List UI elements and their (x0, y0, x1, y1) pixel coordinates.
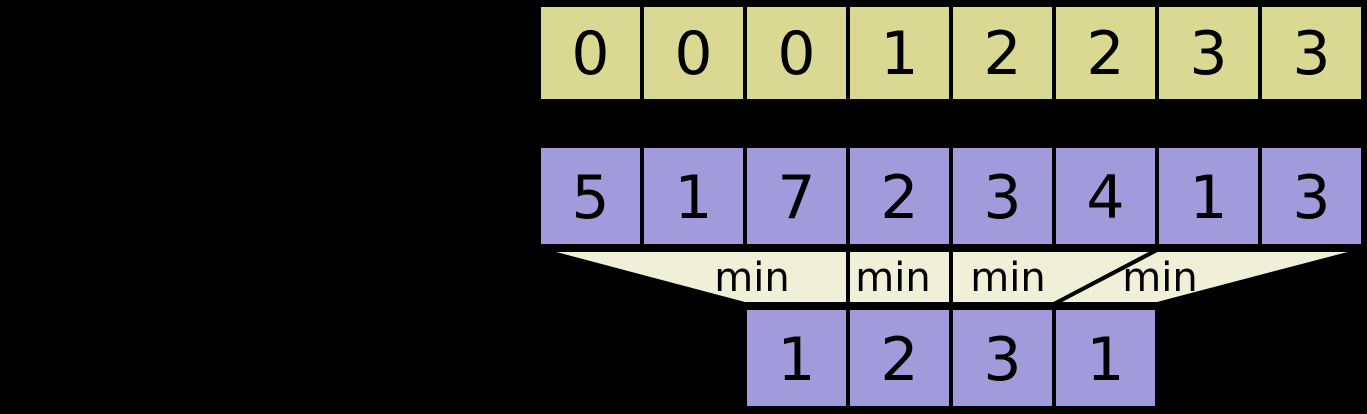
cell-box (537, 3, 644, 103)
array-cell-4: 3 (949, 144, 1056, 248)
array-cell-6: 1 (1155, 144, 1262, 248)
cell-value: 0 (777, 19, 815, 89)
min-band: min min min min (540, 248, 1364, 306)
block-index-cell-0: 0 (537, 3, 644, 103)
cell-box (846, 144, 953, 248)
cell-box (743, 3, 850, 103)
cell-value: 1 (1086, 325, 1124, 395)
cell-box (640, 144, 747, 248)
cell-value: 1 (674, 163, 712, 233)
block-index-cell-4: 2 (949, 3, 1056, 103)
cell-value: 7 (777, 163, 815, 233)
block-index-cell-6: 3 (1155, 3, 1262, 103)
block-index-row: 0 0 0 1 2 2 3 (537, 3, 1365, 103)
min-label-1: min (855, 255, 930, 301)
cell-value: 1 (777, 325, 815, 395)
cell-box (1052, 3, 1159, 103)
cell-value: 3 (1292, 163, 1330, 233)
block-min-cell-0: 1 (743, 306, 850, 410)
array-cell-7: 3 (1258, 144, 1365, 248)
min-region-3 (1053, 248, 1364, 306)
cell-box (949, 306, 1056, 410)
cell-box (1052, 306, 1159, 410)
block-index-cell-1: 0 (640, 3, 747, 103)
cell-value: 1 (880, 19, 918, 89)
cell-value: 0 (571, 19, 609, 89)
array-cell-0: 5 (537, 144, 644, 248)
cell-box (743, 144, 850, 248)
min-label-2: min (970, 255, 1045, 301)
cell-value: 3 (983, 325, 1021, 395)
cell-box (949, 3, 1056, 103)
block-min-cell-2: 3 (949, 306, 1056, 410)
cell-value: 3 (1292, 19, 1330, 89)
cell-value: 4 (1086, 163, 1124, 233)
cell-box (743, 306, 850, 410)
array-row: 5 1 7 2 3 4 1 (537, 144, 1365, 248)
cell-box (1258, 144, 1365, 248)
cell-value: 2 (1086, 19, 1124, 89)
block-index-cell-7: 3 (1258, 3, 1365, 103)
cell-value: 2 (983, 19, 1021, 89)
min-label-0: min (714, 255, 789, 301)
min-label-3: min (1122, 255, 1197, 301)
cell-value: 2 (880, 325, 918, 395)
cell-value: 3 (1189, 19, 1227, 89)
cell-value: 1 (1189, 163, 1227, 233)
cell-value: 5 (571, 163, 609, 233)
cell-box (949, 144, 1056, 248)
array-cell-3: 2 (846, 144, 953, 248)
cell-box (1258, 3, 1365, 103)
block-index-cell-5: 2 (1052, 3, 1159, 103)
cell-box (1052, 144, 1159, 248)
cell-box (1155, 144, 1262, 248)
cell-box (640, 3, 747, 103)
block-min-cell-1: 2 (846, 306, 953, 410)
cell-value: 3 (983, 163, 1021, 233)
array-cell-5: 4 (1052, 144, 1159, 248)
block-min-row: 1 2 3 1 (743, 306, 1159, 410)
cell-box (846, 3, 953, 103)
block-min-cell-3: 1 (1052, 306, 1159, 410)
array-cell-2: 7 (743, 144, 850, 248)
cell-value: 2 (880, 163, 918, 233)
block-index-cell-2: 0 (743, 3, 850, 103)
array-cell-1: 1 (640, 144, 747, 248)
block-index-cell-3: 1 (846, 3, 953, 103)
cell-box (846, 306, 953, 410)
cell-value: 0 (674, 19, 712, 89)
